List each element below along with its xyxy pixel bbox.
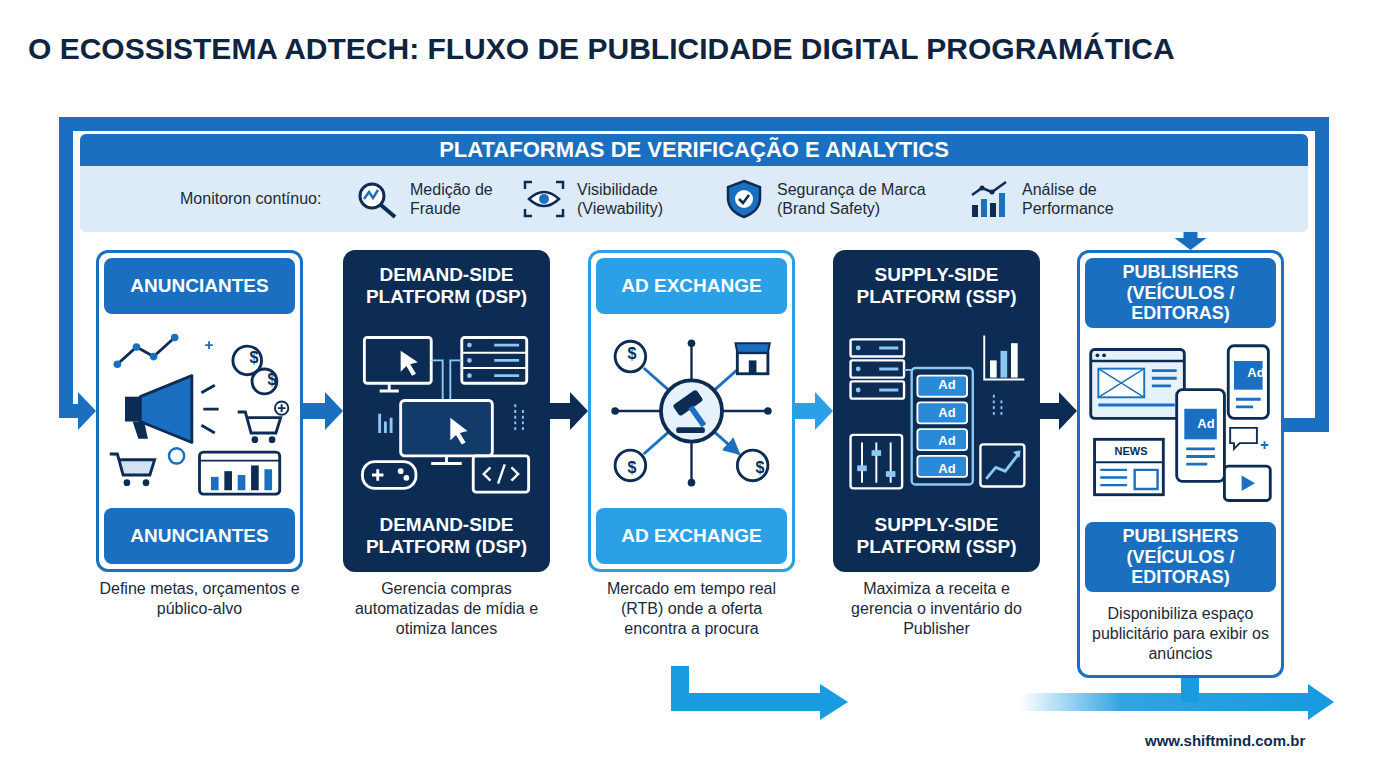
arrow-shaft	[1184, 232, 1198, 239]
illustration-area: AdAdNEWS	[1085, 332, 1276, 518]
flow-connector	[550, 392, 588, 430]
icon-text: NEWS	[1115, 445, 1148, 458]
advertiser-illustration	[104, 318, 295, 504]
watermark: www.shiftmind.com.br	[1145, 732, 1305, 750]
monitor-item: Visibilidade (Viewability)	[577, 180, 707, 218]
viewability-icon	[522, 179, 566, 219]
icon-text: Ad	[938, 405, 955, 421]
arrowhead	[78, 392, 96, 430]
brand-safety-icon	[722, 179, 766, 219]
flow-connector	[303, 392, 343, 430]
illustration-area: AdAdAdAd	[841, 318, 1032, 504]
column-header: ANUNCIANTES	[104, 258, 295, 314]
flow-arrow	[1020, 693, 1310, 711]
ecosystem-column: PUBLISHERS (VEÍCULOS / EDITORAS) AdAdNEW…	[1077, 250, 1284, 678]
dsp-illustration	[351, 318, 542, 504]
monitor-item: Segurança de Marca (Brand Safety)	[777, 180, 957, 218]
illustration-area	[351, 318, 542, 504]
ecosystem-column: ANUNCIANTES $$ANUNCIANTESDefine metas, o…	[96, 250, 303, 572]
arrow-shaft	[303, 403, 326, 419]
illustration-area: $$	[104, 318, 295, 504]
column-description: Mercado em tempo real (RTB) onde a ofert…	[588, 579, 795, 639]
flow-connector	[1040, 392, 1077, 430]
arrow-shaft	[795, 403, 816, 419]
column-footer: SUPPLY-SIDE PLATFORM (SSP)	[841, 508, 1032, 564]
monitor-item: Medição de Fraude	[410, 180, 510, 218]
flow-connector	[795, 392, 833, 430]
panel-heading: PLATAFORMAS DE VERIFICAÇÃO E ANALYTICS	[80, 134, 1308, 166]
column-description: Maximiza a receita e gerencia o inventár…	[833, 579, 1040, 639]
column-description: Gerencia compras automatizadas de mídia …	[343, 579, 550, 639]
diagram-title: O ECOSSISTEMA ADTECH: FLUXO DE PUBLICIDA…	[28, 32, 1175, 66]
ecosystem-column: SUPPLY-SIDE PLATFORM (SSP) AdAdAdAdSUPPL…	[833, 250, 1040, 572]
flow-arrow	[680, 666, 822, 702]
arrow-shaft	[550, 403, 571, 419]
arrowhead	[1175, 238, 1207, 250]
arrowhead	[570, 392, 588, 430]
column-description: Define metas, orçamentos e público-alvo	[96, 579, 303, 619]
ecosystem-column: AD EXCHANGE $$$AD EXCHANGEMercado em tem…	[588, 250, 795, 572]
arrow-shaft	[1040, 403, 1060, 419]
icon-text: Ad	[938, 433, 955, 449]
performance-icon	[967, 179, 1011, 219]
icon-text: $	[268, 370, 277, 389]
column-footer: PUBLISHERS (VEÍCULOS / EDITORAS)	[1085, 522, 1276, 592]
icon-text: Ad	[938, 377, 955, 393]
verification-panel: PLATAFORMAS DE VERIFICAÇÃO E ANALYTICS M…	[80, 134, 1308, 232]
illustration-area: $ $ $	[596, 318, 787, 504]
icon-text: $	[250, 348, 259, 367]
column-header: SUPPLY-SIDE PLATFORM (SSP)	[841, 258, 1032, 314]
icon-text: Ad	[1247, 365, 1264, 381]
monitor-item: Monitoron contínuo:	[180, 189, 355, 208]
flow-connector	[1175, 232, 1207, 250]
arrowhead	[815, 392, 833, 430]
publisher-illustration	[1085, 332, 1276, 518]
column-footer: AD EXCHANGE	[596, 508, 787, 564]
icon-text: Ad	[1197, 416, 1214, 432]
column-description: Disponibiliza espaço publicitário para e…	[1085, 596, 1276, 670]
icon-text: $	[628, 344, 637, 363]
icon-text: $	[628, 458, 637, 477]
column-header: AD EXCHANGE	[596, 258, 787, 314]
column-footer: ANUNCIANTES	[104, 508, 295, 564]
column-header: DEMAND-SIDE PLATFORM (DSP)	[351, 258, 542, 314]
arrowhead	[325, 392, 343, 430]
icon-text: $	[756, 458, 765, 477]
flow-arrowhead	[1308, 684, 1334, 720]
icon-text: Ad	[938, 461, 955, 477]
arrowhead	[1059, 392, 1077, 430]
column-footer: DEMAND-SIDE PLATFORM (DSP)	[351, 508, 542, 564]
ecosystem-column: DEMAND-SIDE PLATFORM (DSP) DEMAND-SIDE P…	[343, 250, 550, 572]
ssp-illustration	[841, 318, 1032, 504]
column-header: PUBLISHERS (VEÍCULOS / EDITORAS)	[1085, 258, 1276, 328]
fraud-icon	[355, 179, 399, 219]
flow-arrowhead	[820, 684, 848, 720]
monitor-item: Análise de Performance	[1022, 180, 1142, 218]
